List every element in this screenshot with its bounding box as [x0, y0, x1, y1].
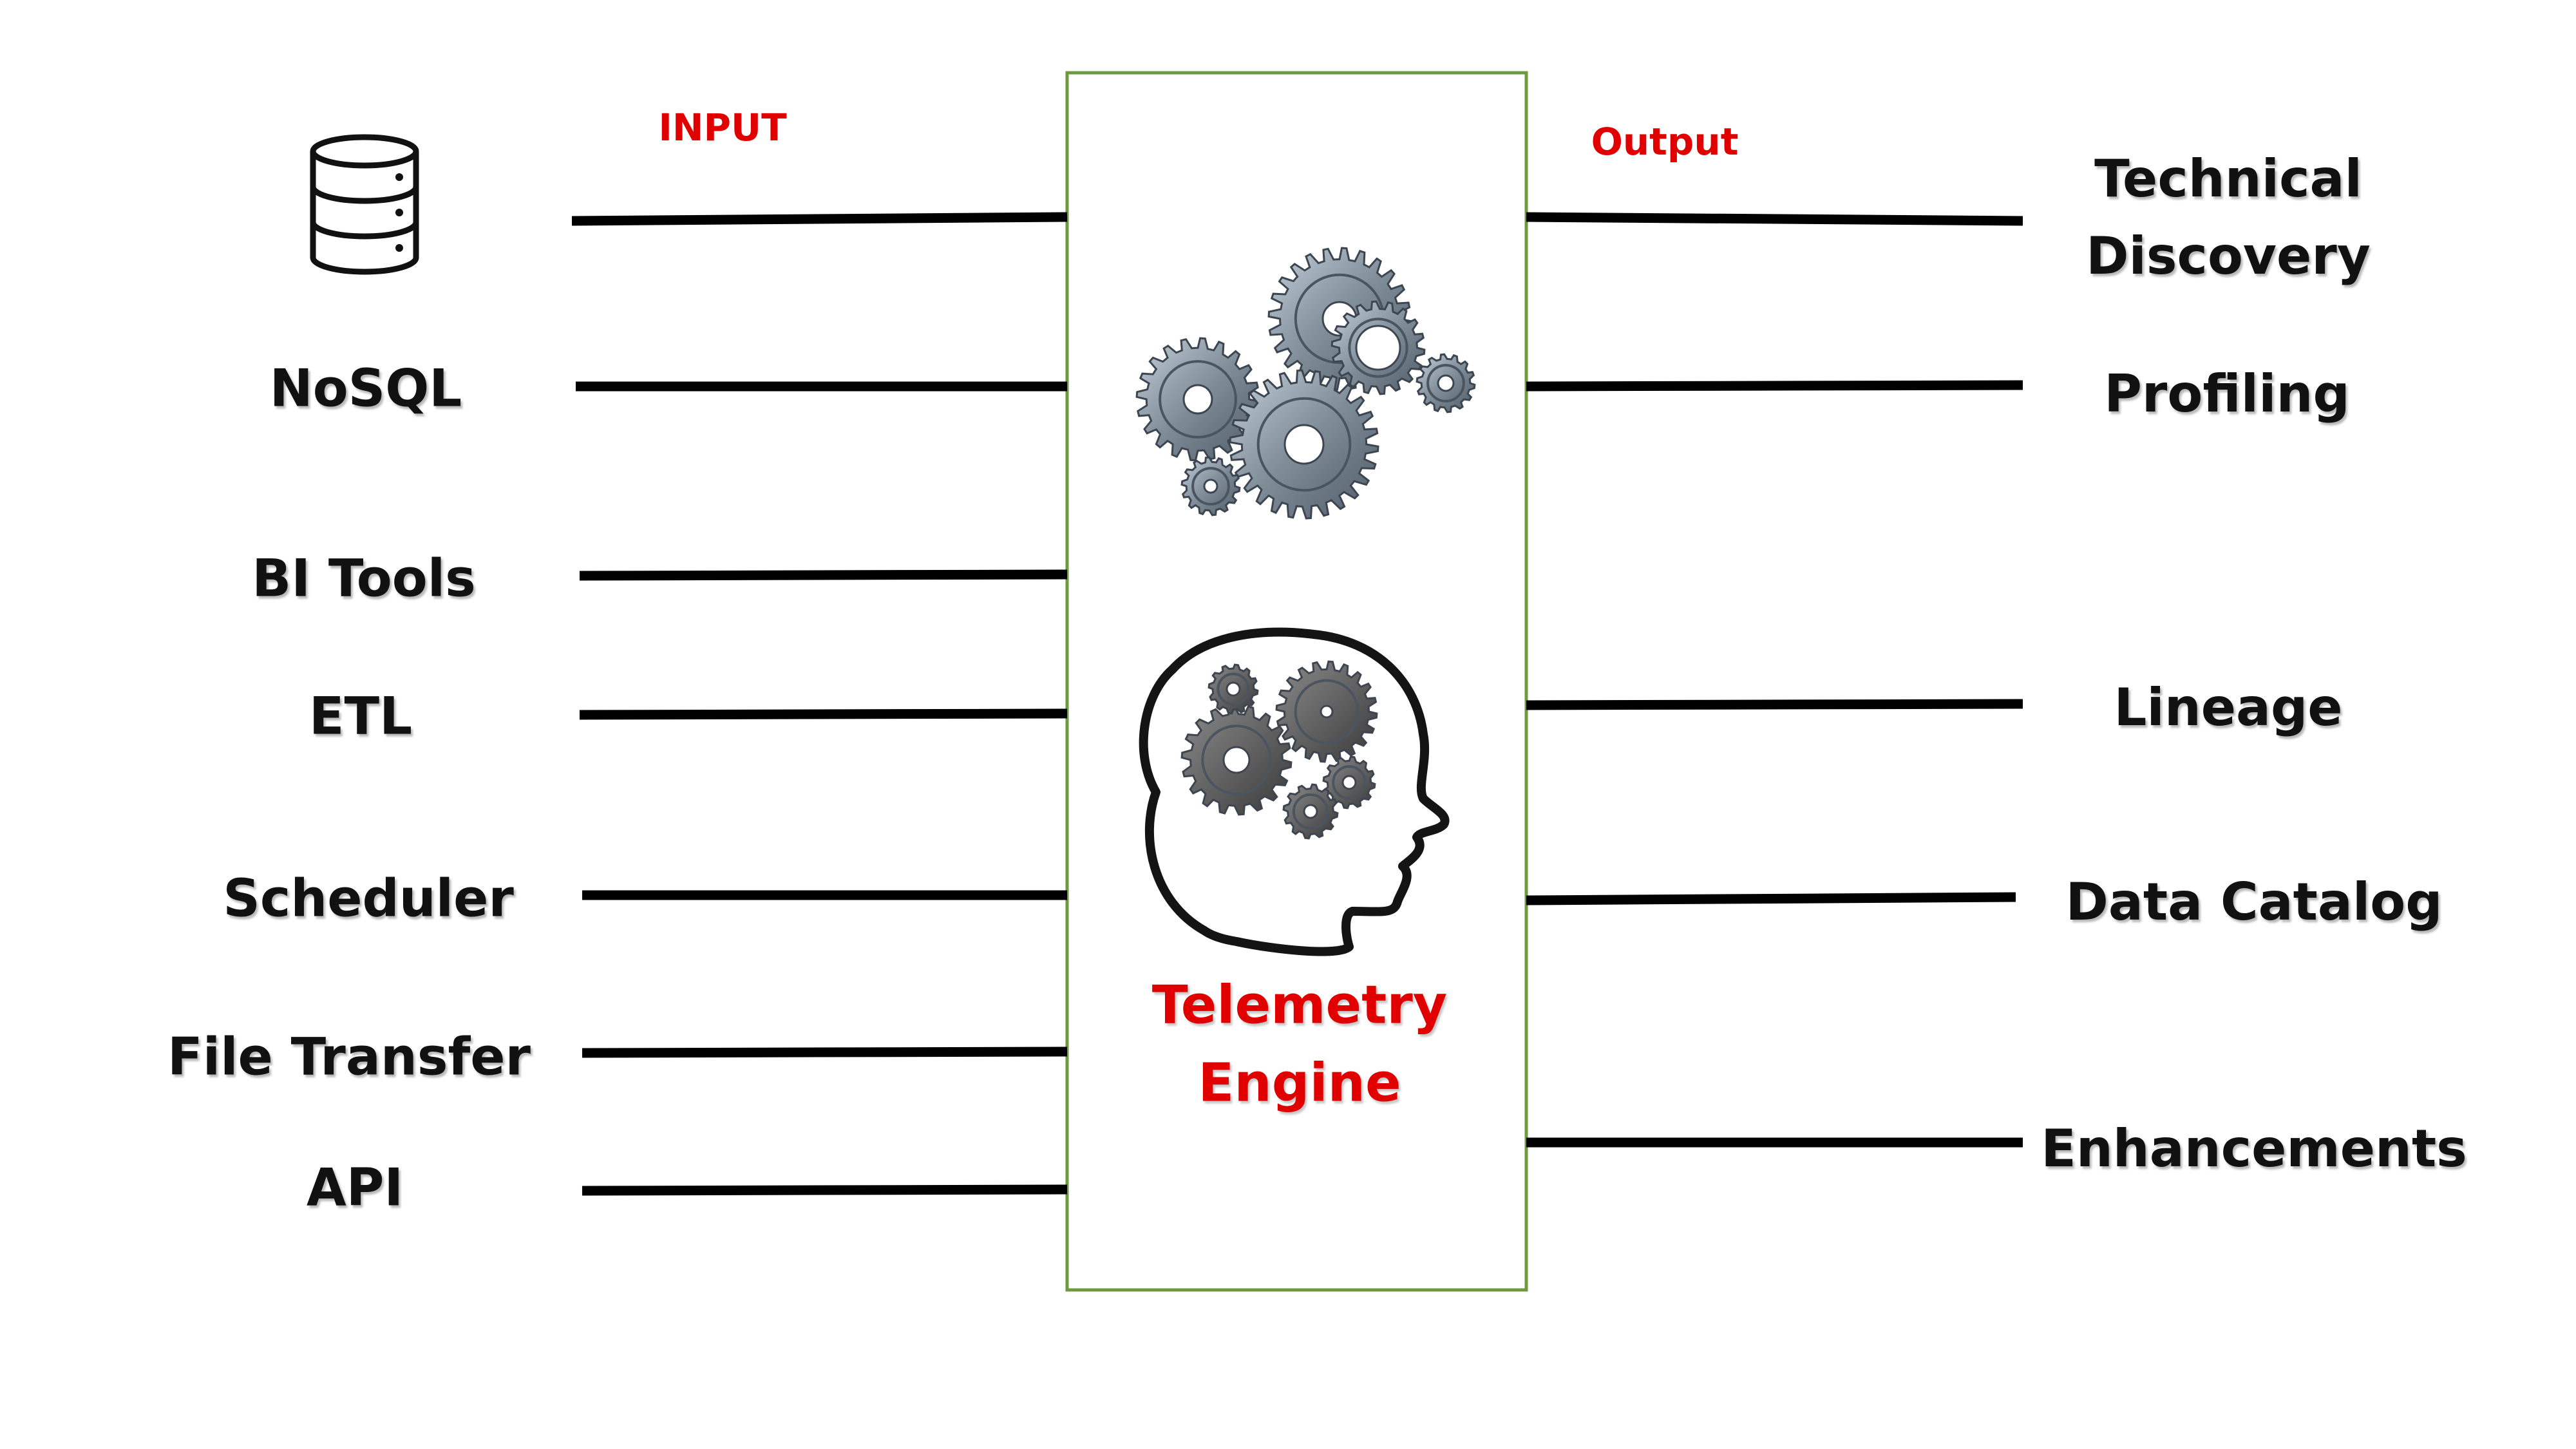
output-label-profiling: Profiling: [2104, 364, 2350, 424]
output-label-lineage: Lineage: [2114, 677, 2343, 737]
input-label-bi-tools: BI Tools: [252, 548, 476, 609]
engine-title: Telemetry Engine: [1152, 967, 1448, 1123]
gear-small-bottom: [1180, 456, 1241, 516]
output-line-technical-discovery: [1526, 212, 2023, 226]
input-label-api: API: [306, 1157, 404, 1218]
input-line-database: [571, 212, 1068, 226]
gear-small-right: [1416, 353, 1476, 413]
database-icon: [310, 134, 419, 275]
input-label-file-transfer: File Transfer: [167, 1027, 531, 1087]
brain-gear-right: [1275, 660, 1378, 763]
brain-gear-large: [1180, 704, 1293, 816]
brain-gear-small-top: [1208, 663, 1259, 715]
gears-icon: [1135, 247, 1476, 520]
brain-gear-mini: [1322, 755, 1376, 810]
engine-title-line1: Telemetry: [1151, 974, 1448, 1036]
input-label-nosql: NoSQL: [269, 358, 462, 419]
output-line-profiling: [1526, 380, 2023, 392]
input-label-scheduler: Scheduler: [223, 868, 514, 929]
output-label-data-catalog: Data Catalog: [2065, 872, 2443, 932]
output-label-technical-discovery: Technical Discovery: [2086, 149, 2371, 286]
output-label-enhancements: Enhancements: [2041, 1119, 2467, 1179]
output-line-lineage: [1526, 699, 2023, 710]
engine-title-line2: Engine: [1198, 1053, 1401, 1114]
gear-right: [1331, 300, 1426, 395]
gear-left: [1135, 337, 1260, 462]
output-line-data-catalog: [1526, 892, 2016, 905]
gear-center: [1229, 369, 1379, 520]
brain-gear-bottom: [1282, 783, 1339, 840]
input-header: INPUT: [658, 106, 787, 149]
head-gears-icon: [1139, 627, 1450, 956]
input-line-api: [582, 1184, 1068, 1196]
output-header: Output: [1591, 120, 1739, 164]
input-label-etl: ETL: [308, 686, 413, 746]
input-line-file-transfer: [582, 1046, 1068, 1058]
input-line-bi-tools: [579, 569, 1068, 581]
input-line-etl: [579, 708, 1068, 720]
